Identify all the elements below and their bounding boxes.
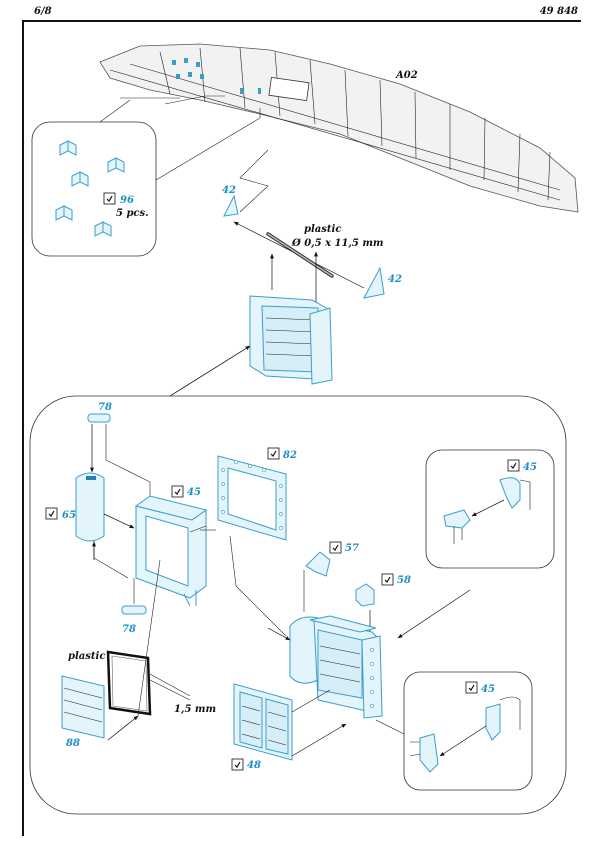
part-42-left-label: 42 [222, 185, 236, 196]
plastic-sheet: plastic 1,5 mm [68, 559, 216, 741]
inset-part-96: 96 5 pcs. [31, 99, 261, 257]
rod-material: plastic [304, 224, 341, 235]
bend-check-icon [507, 459, 520, 472]
radiator-top [169, 251, 333, 397]
bend-check-icon [103, 192, 116, 205]
part-78-top-label: 78 [98, 402, 112, 413]
bend-check-icon [267, 447, 280, 460]
part-58-label: 58 [397, 575, 411, 586]
part-78-bottom: 78 [92, 540, 147, 635]
plastic-sheet-thickness: 1,5 mm [174, 704, 216, 715]
fuselage-drawing: A02 [99, 43, 579, 213]
part-48-label: 48 [247, 760, 261, 771]
part-65-label: 65 [62, 510, 76, 521]
part-88: 88 [61, 675, 105, 749]
plastic-sheet-title: plastic [68, 651, 105, 662]
detail-inset-45-top: 45 [425, 449, 555, 569]
rod-assembly: 42 plastic Ø 0,5 x 11,5 mm 42 [222, 149, 402, 299]
sheet-code: 49 848 [539, 6, 578, 17]
part-65: 65 [45, 472, 135, 542]
part-45-inset-top-label: 45 [523, 462, 537, 473]
part-48: 48 [231, 683, 347, 771]
radiator-main [229, 535, 471, 719]
part-58: 58 [355, 573, 411, 637]
part-82-label: 82 [283, 450, 297, 461]
bend-check-icon [45, 507, 58, 520]
fuselage-label: A02 [395, 70, 418, 81]
part-57: 57 [303, 541, 359, 612]
detail-inset-45-bottom: 45 [375, 671, 533, 791]
page-frame [22, 20, 581, 836]
part-88-label: 88 [66, 738, 80, 749]
part-78-top: 78 [87, 402, 151, 504]
page-number: 6/8 [34, 6, 52, 17]
part-96-label: 96 [120, 195, 134, 206]
rod-size: Ø 0,5 x 11,5 mm [291, 238, 384, 249]
part-57-label: 57 [345, 543, 359, 554]
part-78-bottom-label: 78 [122, 624, 136, 635]
bend-check-icon [329, 541, 342, 554]
part-42-right-label: 42 [388, 274, 402, 285]
bend-check-icon [171, 485, 184, 498]
bend-check-icon [465, 681, 478, 694]
part-45-inset-bottom-label: 45 [481, 684, 495, 695]
bend-check-icon [231, 758, 244, 771]
part-45-frame: 45 [134, 485, 216, 607]
part-82: 82 [189, 447, 297, 541]
bend-check-icon [381, 573, 394, 586]
part-96-qty: 5 pcs. [116, 208, 149, 219]
part-45-mid-label: 45 [187, 487, 201, 498]
lower-assembly-frame [29, 395, 567, 815]
